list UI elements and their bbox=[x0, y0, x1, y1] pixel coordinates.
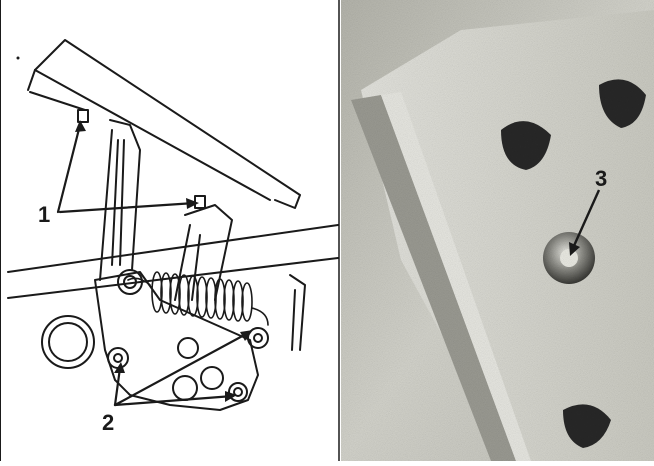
hinge-plate bbox=[94, 269, 269, 411]
hood-panel bbox=[27, 39, 301, 209]
callout-3-leader bbox=[569, 189, 601, 256]
arrowhead-2b bbox=[240, 330, 253, 341]
bolt-1a bbox=[77, 109, 89, 123]
cutout-hole-1 bbox=[501, 121, 551, 170]
flange-highlight bbox=[381, 92, 531, 461]
spring-anchor-ring bbox=[41, 315, 95, 369]
callout-1-leaders bbox=[56, 123, 197, 214]
callout-1-label: 1 bbox=[38, 202, 50, 227]
cutout-hole-2 bbox=[599, 79, 646, 128]
photo-svg: 3 bbox=[341, 0, 654, 461]
body-lines bbox=[7, 224, 339, 351]
speck bbox=[16, 56, 20, 60]
hinge-panel-surface bbox=[361, 10, 654, 461]
cutout-hole-3 bbox=[563, 404, 611, 448]
arrowhead-2c bbox=[225, 391, 237, 402]
hinge-drawing-svg: 1 2 bbox=[0, 0, 340, 462]
hinge-upper-arm bbox=[99, 119, 141, 281]
callout-3-label: 3 bbox=[595, 166, 607, 191]
arrowhead-1b bbox=[186, 198, 199, 209]
hinge-line-drawing: 1 2 bbox=[0, 0, 340, 462]
arrowheads bbox=[75, 120, 253, 402]
hinge-rear-link bbox=[174, 204, 233, 301]
callout-2-label: 2 bbox=[102, 410, 114, 435]
callout-2-leaders bbox=[113, 331, 250, 407]
nut-center bbox=[560, 249, 578, 267]
arrowhead-1a bbox=[75, 120, 86, 132]
bolt-1b bbox=[194, 195, 206, 209]
flange-edge bbox=[351, 95, 516, 461]
coil-spring bbox=[127, 271, 269, 326]
hinge-bolt-photo: 3 bbox=[341, 0, 654, 461]
arrowhead-2a bbox=[114, 362, 125, 373]
